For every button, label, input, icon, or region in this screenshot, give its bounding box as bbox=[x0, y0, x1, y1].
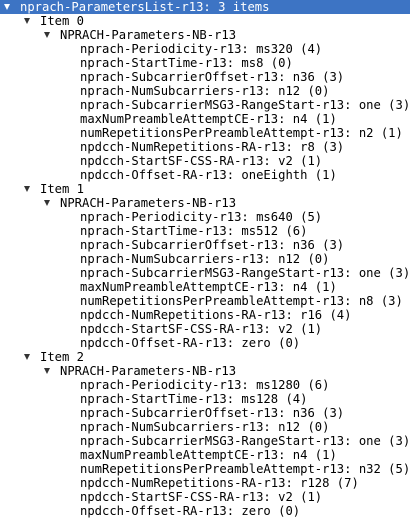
tree-row-field[interactable]: npdcch-StartSF-CSS-RA-r13: v2 (1) bbox=[0, 154, 410, 168]
tree-row-field[interactable]: npdcch-NumRepetitions-RA-r13: r128 (7) bbox=[0, 476, 410, 490]
field-text: nprach-SubcarrierOffset-r13: n36 (3) bbox=[80, 70, 345, 84]
tree-row-item-1[interactable]: Item 1 bbox=[0, 182, 410, 196]
tree-row-field[interactable]: nprach-NumSubcarriers-r13: n12 (0) bbox=[0, 420, 410, 434]
tree-row-field[interactable]: numRepetitionsPerPreambleAttempt-r13: n2… bbox=[0, 126, 410, 140]
field-text: npdcch-StartSF-CSS-RA-r13: v2 (1) bbox=[80, 322, 323, 336]
tree-row-field[interactable]: nprach-StartTime-r13: ms8 (0) bbox=[0, 56, 410, 70]
field-text: npdcch-NumRepetitions-RA-r13: r8 (3) bbox=[80, 140, 345, 154]
field-text: maxNumPreambleAttemptCE-r13: n4 (1) bbox=[80, 280, 337, 294]
tree-row-field[interactable]: npdcch-Offset-RA-r13: oneEighth (1) bbox=[0, 168, 410, 182]
tree-row-label: nprach-ParametersList-r13: 3 items bbox=[20, 0, 270, 14]
field-text: nprach-NumSubcarriers-r13: n12 (0) bbox=[80, 252, 330, 266]
tree-row-field[interactable]: nprach-SubcarrierOffset-r13: n36 (3) bbox=[0, 238, 410, 252]
tree-row-field[interactable]: npdcch-Offset-RA-r13: zero (0) bbox=[0, 504, 410, 518]
expanded-triangle-icon[interactable] bbox=[44, 368, 50, 374]
tree-row-nprach-parameters-nb[interactable]: NPRACH-Parameters-NB-r13 bbox=[0, 196, 410, 210]
tree-row-field[interactable]: nprach-SubcarrierOffset-r13: n36 (3) bbox=[0, 406, 410, 420]
field-text: nprach-SubcarrierMSG3-RangeStart-r13: on… bbox=[80, 266, 410, 280]
tree-row-field[interactable]: npdcch-NumRepetitions-RA-r13: r16 (4) bbox=[0, 308, 410, 322]
field-text: npdcch-StartSF-CSS-RA-r13: v2 (1) bbox=[80, 154, 323, 168]
expanded-triangle-icon[interactable] bbox=[4, 4, 10, 10]
field-text: nprach-Periodicity-r13: ms640 (5) bbox=[80, 210, 323, 224]
tree-row-field[interactable]: npdcch-Offset-RA-r13: zero (0) bbox=[0, 336, 410, 350]
tree-row-nprach-parameters-nb[interactable]: NPRACH-Parameters-NB-r13 bbox=[0, 364, 410, 378]
tree-row-field[interactable]: numRepetitionsPerPreambleAttempt-r13: n3… bbox=[0, 462, 410, 476]
field-text: numRepetitionsPerPreambleAttempt-r13: n3… bbox=[80, 462, 410, 476]
tree-row-field[interactable]: nprach-SubcarrierMSG3-RangeStart-r13: on… bbox=[0, 266, 410, 280]
expanded-triangle-icon[interactable] bbox=[24, 186, 30, 192]
tree-row-field[interactable]: maxNumPreambleAttemptCE-r13: n4 (1) bbox=[0, 112, 410, 126]
tree-row-field[interactable]: nprach-Periodicity-r13: ms640 (5) bbox=[0, 210, 410, 224]
field-text: numRepetitionsPerPreambleAttempt-r13: n2… bbox=[80, 126, 403, 140]
field-text: numRepetitionsPerPreambleAttempt-r13: n8… bbox=[80, 294, 403, 308]
field-text: nprach-Periodicity-r13: ms320 (4) bbox=[80, 42, 323, 56]
field-text: npdcch-StartSF-CSS-RA-r13: v2 (1) bbox=[80, 490, 323, 504]
tree-row-field[interactable]: npdcch-NumRepetitions-RA-r13: r8 (3) bbox=[0, 140, 410, 154]
field-text: nprach-SubcarrierMSG3-RangeStart-r13: on… bbox=[80, 98, 410, 112]
tree-row-item-2[interactable]: Item 2 bbox=[0, 350, 410, 364]
field-text: npdcch-Offset-RA-r13: zero (0) bbox=[80, 504, 301, 518]
field-text: nprach-StartTime-r13: ms128 (4) bbox=[80, 392, 308, 406]
field-text: maxNumPreambleAttemptCE-r13: n4 (1) bbox=[80, 448, 337, 462]
expanded-triangle-icon[interactable] bbox=[24, 18, 30, 24]
tree-row-field[interactable]: nprach-NumSubcarriers-r13: n12 (0) bbox=[0, 252, 410, 266]
field-text: nprach-StartTime-r13: ms8 (0) bbox=[80, 56, 293, 70]
tree-row-label: NPRACH-Parameters-NB-r13 bbox=[60, 196, 237, 210]
tree-row-field[interactable]: maxNumPreambleAttemptCE-r13: n4 (1) bbox=[0, 448, 410, 462]
expanded-triangle-icon[interactable] bbox=[44, 200, 50, 206]
tree-row-field[interactable]: nprach-SubcarrierMSG3-RangeStart-r13: on… bbox=[0, 434, 410, 448]
tree-row-field[interactable]: nprach-StartTime-r13: ms512 (6) bbox=[0, 224, 410, 238]
tree-row-label: Item 2 bbox=[40, 350, 85, 364]
tree-row-field[interactable]: nprach-Periodicity-r13: ms320 (4) bbox=[0, 42, 410, 56]
tree-row-field[interactable]: npdcch-StartSF-CSS-RA-r13: v2 (1) bbox=[0, 322, 410, 336]
field-text: nprach-SubcarrierOffset-r13: n36 (3) bbox=[80, 406, 345, 420]
field-text: nprach-StartTime-r13: ms512 (6) bbox=[80, 224, 308, 238]
tree-row-field[interactable]: maxNumPreambleAttemptCE-r13: n4 (1) bbox=[0, 280, 410, 294]
field-text: nprach-NumSubcarriers-r13: n12 (0) bbox=[80, 420, 330, 434]
tree-row-field[interactable]: numRepetitionsPerPreambleAttempt-r13: n8… bbox=[0, 294, 410, 308]
tree-row-label: NPRACH-Parameters-NB-r13 bbox=[60, 364, 237, 378]
tree-row-field[interactable]: npdcch-StartSF-CSS-RA-r13: v2 (1) bbox=[0, 490, 410, 504]
field-text: npdcch-Offset-RA-r13: zero (0) bbox=[80, 336, 301, 350]
expanded-triangle-icon[interactable] bbox=[44, 32, 50, 38]
tree-row-field[interactable]: nprach-SubcarrierMSG3-RangeStart-r13: on… bbox=[0, 98, 410, 112]
field-text: npdcch-NumRepetitions-RA-r13: r128 (7) bbox=[80, 476, 359, 490]
field-text: nprach-SubcarrierMSG3-RangeStart-r13: on… bbox=[80, 434, 410, 448]
tree-row-label: NPRACH-Parameters-NB-r13 bbox=[60, 28, 237, 42]
field-text: nprach-Periodicity-r13: ms1280 (6) bbox=[80, 378, 330, 392]
tree-row-label: Item 0 bbox=[40, 14, 85, 28]
tree-row-field[interactable]: nprach-SubcarrierOffset-r13: n36 (3) bbox=[0, 70, 410, 84]
tree-row-item-0[interactable]: Item 0 bbox=[0, 14, 410, 28]
field-text: maxNumPreambleAttemptCE-r13: n4 (1) bbox=[80, 112, 337, 126]
expanded-triangle-icon[interactable] bbox=[24, 354, 30, 360]
field-text: npdcch-Offset-RA-r13: oneEighth (1) bbox=[80, 168, 337, 182]
tree-row-field[interactable]: nprach-StartTime-r13: ms128 (4) bbox=[0, 392, 410, 406]
tree-row-nprach-parameters-list[interactable]: nprach-ParametersList-r13: 3 items bbox=[0, 0, 410, 14]
tree-row-field[interactable]: nprach-NumSubcarriers-r13: n12 (0) bbox=[0, 84, 410, 98]
tree-row-nprach-parameters-nb[interactable]: NPRACH-Parameters-NB-r13 bbox=[0, 28, 410, 42]
tree-row-label: Item 1 bbox=[40, 182, 85, 196]
field-text: nprach-SubcarrierOffset-r13: n36 (3) bbox=[80, 238, 345, 252]
field-text: nprach-NumSubcarriers-r13: n12 (0) bbox=[80, 84, 330, 98]
field-text: npdcch-NumRepetitions-RA-r13: r16 (4) bbox=[80, 308, 352, 322]
tree-row-field[interactable]: nprach-Periodicity-r13: ms1280 (6) bbox=[0, 378, 410, 392]
